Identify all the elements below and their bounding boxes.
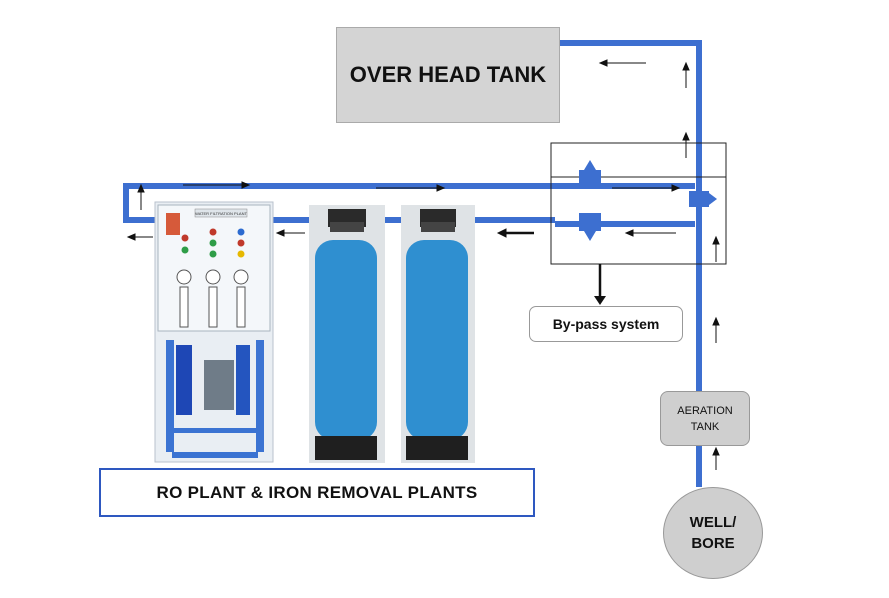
- arrow-left-2: [496, 228, 534, 238]
- well-bore-label-2: BORE: [691, 535, 735, 552]
- arrow-up-4: [712, 316, 720, 343]
- arrow-up-left: [137, 183, 145, 210]
- bypass-down-arrow: [594, 264, 606, 305]
- arrow-left-4: [275, 229, 305, 237]
- aeration-tank: AERATION TANK: [660, 391, 750, 446]
- ro-plant-caption: RO PLANT & IRON REMOVAL PLANTS: [99, 468, 535, 517]
- arrow-left-top: [598, 59, 646, 67]
- aeration-tank-label-1: AERATION: [677, 404, 733, 417]
- overhead-tank: OVER HEAD TANK: [336, 27, 560, 123]
- arrow-left-5: [126, 233, 153, 241]
- arrow-right-3: [612, 184, 681, 192]
- arrow-up-1: [682, 61, 690, 88]
- arrow-up-2: [682, 131, 690, 158]
- vessel-1: [309, 205, 385, 463]
- arrow-right-1: [183, 181, 251, 189]
- valve-right: [689, 191, 717, 207]
- overhead-tank-label: OVER HEAD TANK: [349, 62, 547, 87]
- pipe-riser: [558, 40, 702, 487]
- bypass-system-label: By-pass system: [552, 316, 660, 332]
- well-bore: WELL/ BORE: [663, 487, 763, 579]
- valve-bottom: [579, 213, 601, 241]
- ro-plant-caption-text: RO PLANT & IRON REMOVAL PLANTS: [156, 482, 478, 502]
- flow-arrows: [126, 59, 720, 470]
- ro-plant: WATER FILTRATION PLANT: [154, 201, 274, 463]
- valve-top: [579, 160, 601, 188]
- arrow-right-2: [376, 184, 446, 192]
- aeration-tank-label-2: TANK: [690, 420, 720, 433]
- arrow-up-5: [712, 446, 720, 470]
- bypass-system-box: By-pass system: [529, 306, 683, 342]
- arrow-up-3: [712, 235, 720, 262]
- ro-header-bar: [194, 208, 248, 218]
- ro-panel-header: WATER FILTRATION PLANT: [195, 211, 247, 216]
- vessel-2: [401, 205, 475, 463]
- well-bore-label-1: WELL/: [689, 514, 737, 531]
- arrow-left-1: [624, 229, 676, 237]
